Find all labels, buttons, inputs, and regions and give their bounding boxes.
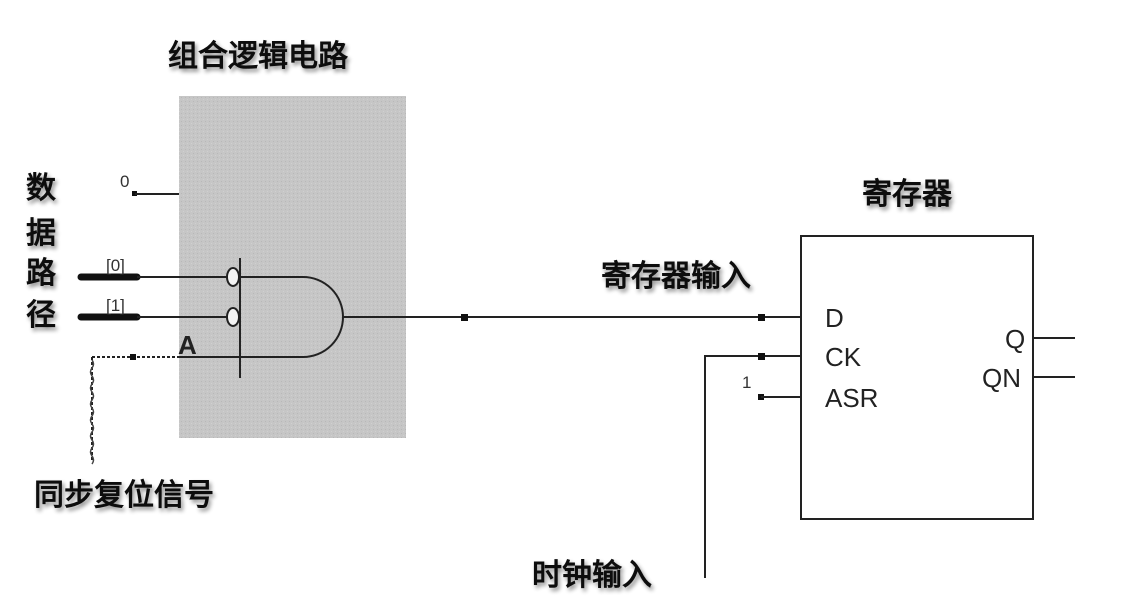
pin-dot [130,354,136,360]
pin-label-asr: ASR [825,383,878,413]
constant-zero-label: 0 [120,172,129,191]
inverter-bubble-0 [226,267,240,287]
sync-reset-wire [91,356,179,462]
combinational-logic-title: 组合逻辑电路 [168,39,349,74]
register-input-label: 寄存器输入 [601,259,751,294]
pin-label-q: Q [1005,324,1025,354]
pin-dot [132,191,137,196]
pin-label-ck: CK [825,342,862,372]
svg-text:路: 路 [26,256,57,291]
junction-dot [461,314,468,321]
inverter-bubble-1 [226,307,240,327]
pin-label-qn: QN [982,363,1021,393]
sync-reset-wave [89,359,95,465]
pin-dot-d [758,314,765,321]
bus-label-1: [1] [106,296,125,315]
bus-label-0: [0] [106,256,125,275]
pin-label-d: D [825,303,844,333]
gate-input-a-label: A [178,330,197,360]
register-block [800,235,1034,520]
svg-text:据: 据 [26,216,56,251]
svg-text:数: 数 [26,171,57,206]
data-path-label: 数 据 路 径 [26,171,57,333]
asr-constant-label: 1 [742,373,751,392]
svg-text:径: 径 [26,298,56,333]
pin-dot-ck [758,353,765,360]
clock-wire [704,355,801,578]
register-title: 寄存器 [862,177,953,212]
combinational-logic-region [179,96,406,438]
clock-input-label: 时钟输入 [532,558,652,593]
sync-reset-label: 同步复位信号 [34,478,214,513]
